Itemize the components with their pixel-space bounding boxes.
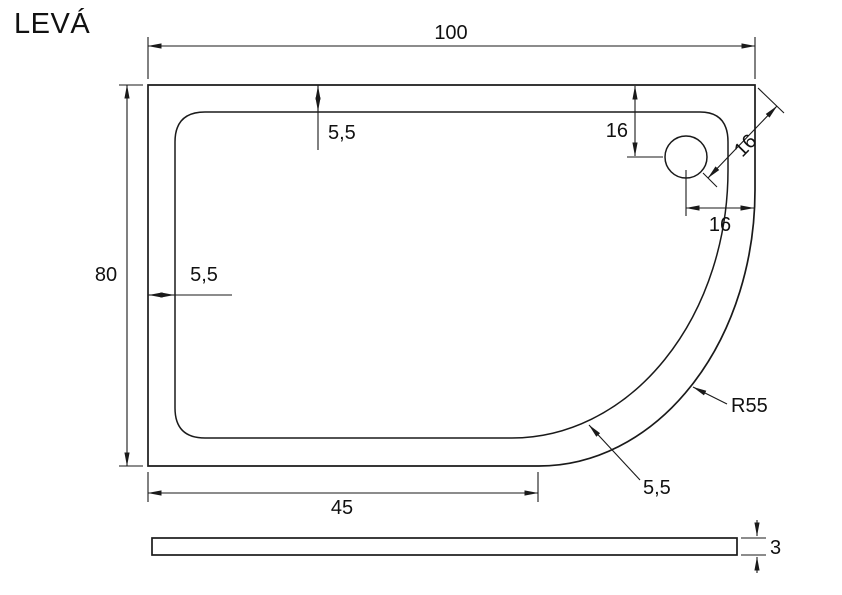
extension-line	[757, 87, 785, 114]
dimension-line	[707, 105, 778, 179]
dimension-label: 45	[331, 497, 353, 519]
leader-line	[588, 424, 641, 481]
dimension-label: 100	[434, 22, 467, 44]
dim-wall-curve: 5,5	[588, 424, 671, 499]
dimension-label: 5,5	[328, 122, 356, 144]
dim-wall-left: 5,5	[148, 264, 232, 298]
dimension-label: 16	[730, 130, 761, 161]
dimension-label: 5,5	[643, 477, 671, 499]
dimension-label: R55	[731, 395, 768, 417]
dim-drain-diagonal: 16	[702, 87, 785, 188]
tray-side-view	[151, 537, 738, 556]
dim-overall-width: 100	[147, 22, 756, 79]
extension-line	[702, 172, 718, 188]
dimension-label: 5,5	[190, 264, 218, 286]
dim-bottom-flat-width: 45	[147, 472, 539, 519]
dimension-label: 16	[606, 120, 628, 142]
dim-drain-from-right: 16	[685, 170, 755, 236]
leader-line	[692, 386, 728, 405]
tray-inner-outline	[174, 111, 729, 439]
dim-overall-height: 80	[95, 84, 143, 467]
dim-corner-radius: R55	[692, 386, 768, 417]
dimension-label: 3	[770, 537, 781, 559]
tray-outer-outline	[147, 84, 756, 467]
drawing-title: LEVÁ	[14, 8, 91, 40]
dim-thickness: 3	[741, 520, 781, 573]
dim-wall-top: 5,5	[315, 85, 356, 150]
dimension-label: 16	[709, 214, 731, 236]
dimension-label: 80	[95, 264, 117, 286]
dim-drain-from-top: 16	[606, 85, 663, 158]
